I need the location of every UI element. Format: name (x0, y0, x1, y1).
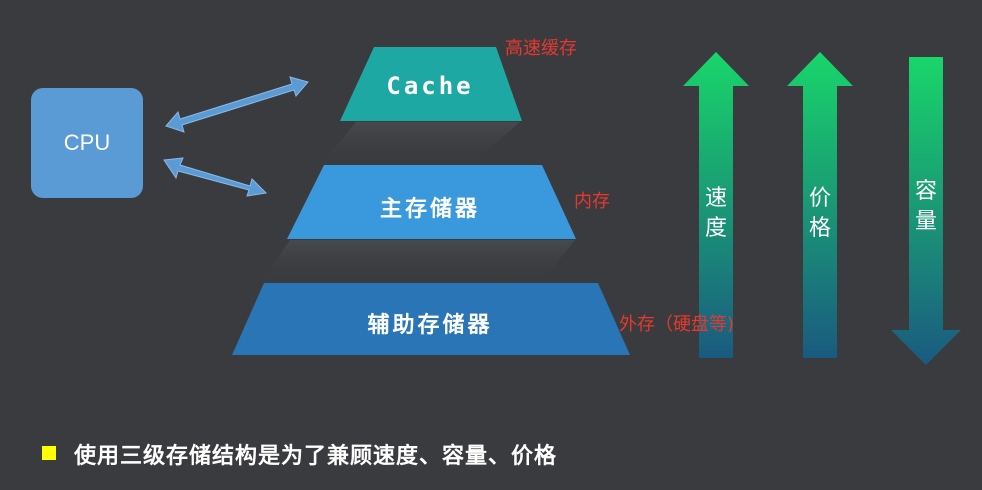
cache-label: Cache (386, 72, 474, 100)
cache-tier (340, 47, 522, 121)
speed-label: 速度 (704, 186, 727, 241)
aux-memory-tier (232, 283, 630, 355)
main-memory-note: 内存 (574, 191, 610, 212)
summary-text: 使用三级存储结构是为了兼顾速度、容量、价格 (74, 444, 558, 469)
cpu-box: CPU (31, 88, 143, 198)
bullet-square (42, 446, 56, 460)
speed-up-arrow (683, 52, 749, 358)
cache-shadow (320, 122, 520, 166)
main-memory-label: 主存储器 (379, 197, 481, 222)
main-memory-shadow (260, 240, 575, 283)
cache-note: 高速缓存 (505, 38, 577, 59)
cpu-cache-double-arrow (165, 76, 309, 133)
cpu-label: CPU (63, 130, 111, 155)
cpu-main-memory-double-arrow (163, 157, 268, 197)
price-up-arrow (787, 52, 853, 358)
main-memory-tier (287, 165, 576, 239)
aux-memory-label: 辅助存储器 (367, 313, 493, 338)
aux-memory-note: 外存（硬盘等) (619, 314, 735, 335)
capacity-label: 容量 (914, 179, 937, 234)
capacity-down-arrow (891, 57, 961, 365)
price-label: 价格 (808, 186, 831, 241)
